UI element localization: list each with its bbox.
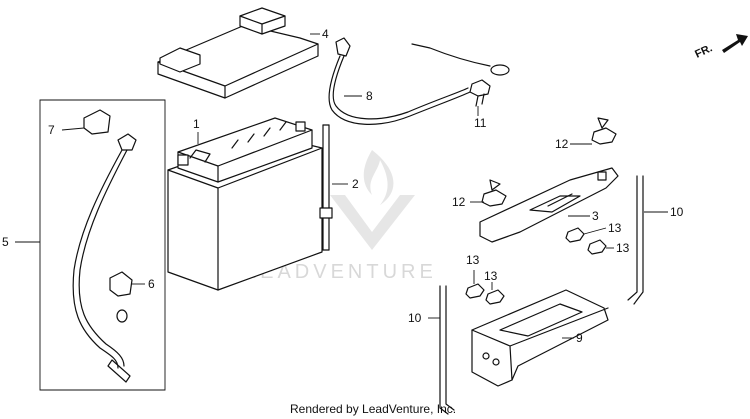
callout-1: 1	[193, 117, 200, 131]
leader-lines	[15, 33, 668, 339]
arrow-icon	[722, 34, 748, 53]
callout-2: 2	[352, 177, 359, 191]
part-bolt-13-a	[565, 227, 585, 243]
part-rod-right	[627, 175, 644, 305]
callout-8: 8	[366, 89, 373, 103]
front-direction-arrow: FR.	[693, 34, 748, 61]
part-lower-bracket	[471, 289, 609, 387]
callout-13-a: 13	[608, 221, 622, 235]
footer-credit: Rendered by LeadVenture, Inc.	[290, 402, 456, 416]
watermark-text: LEADVENTURE	[245, 261, 437, 283]
callout-13-c: 13	[466, 253, 480, 267]
callout-12-upper: 12	[555, 137, 569, 151]
callout-5: 5	[2, 235, 9, 249]
part-battery	[167, 117, 323, 291]
part-holder-plate	[479, 167, 619, 243]
callout-10-left: 10	[408, 311, 422, 325]
part-bolt-13-c	[465, 283, 485, 299]
callout-3: 3	[592, 209, 599, 223]
callout-10-right: 10	[670, 205, 684, 219]
watermark: LEADVENTURE	[245, 150, 437, 283]
part-vent-tube	[319, 124, 333, 251]
part-wing-nut-upper	[591, 117, 617, 145]
callout-11: 11	[474, 116, 487, 130]
part-battery-cover	[157, 7, 319, 99]
part-terminal-cap	[83, 109, 111, 135]
callout-9: 9	[576, 331, 583, 345]
callout-13-d: 13	[484, 269, 498, 283]
callout-4: 4	[322, 27, 329, 41]
front-label: FR.	[693, 42, 714, 60]
part-bolt-13-b	[587, 239, 607, 255]
callout-6: 6	[148, 277, 155, 291]
part-wing-nut-lower	[481, 179, 507, 207]
callout-13-b: 13	[616, 241, 630, 255]
part-bolt-13-d	[485, 289, 505, 305]
callout-12-lower: 12	[452, 195, 466, 209]
part-negative-cable	[328, 37, 510, 125]
positive-cable-group-frame	[39, 99, 166, 391]
part-terminal-boot	[109, 271, 133, 297]
part-rod-left	[439, 285, 455, 415]
part-bolt-11	[469, 79, 491, 107]
callout-7: 7	[48, 123, 55, 137]
part-positive-cable	[72, 133, 137, 383]
